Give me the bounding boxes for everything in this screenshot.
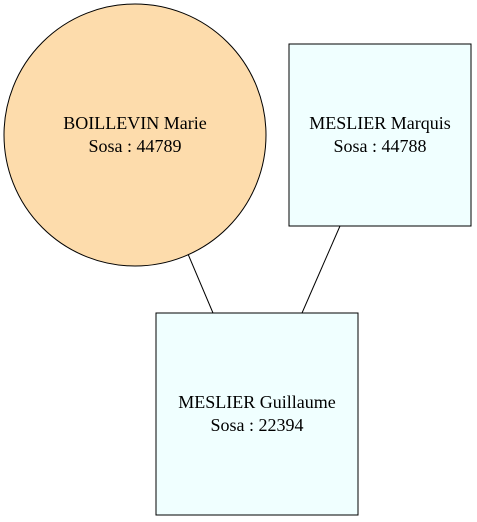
- father-box: [288, 43, 472, 227]
- edge-father-to-child: [301, 225, 341, 314]
- child-sosa-label: Sosa : 22394: [210, 415, 303, 435]
- mother-sosa-label: Sosa : 44789: [88, 136, 181, 156]
- mother-name-label: BOILLEVIN Marie: [63, 113, 206, 133]
- node-child[interactable]: MESLIER Guillaume Sosa : 22394: [155, 312, 359, 516]
- node-mother[interactable]: BOILLEVIN Marie Sosa : 44789: [3, 3, 267, 267]
- father-name-label: MESLIER Marquis: [309, 113, 451, 133]
- edge-mother-to-child: [187, 253, 214, 314]
- child-name-label: MESLIER Guillaume: [178, 392, 335, 412]
- node-father[interactable]: MESLIER Marquis Sosa : 44788: [288, 43, 472, 227]
- child-box: [155, 312, 359, 516]
- mother-circle: [3, 3, 267, 267]
- father-sosa-label: Sosa : 44788: [333, 136, 426, 156]
